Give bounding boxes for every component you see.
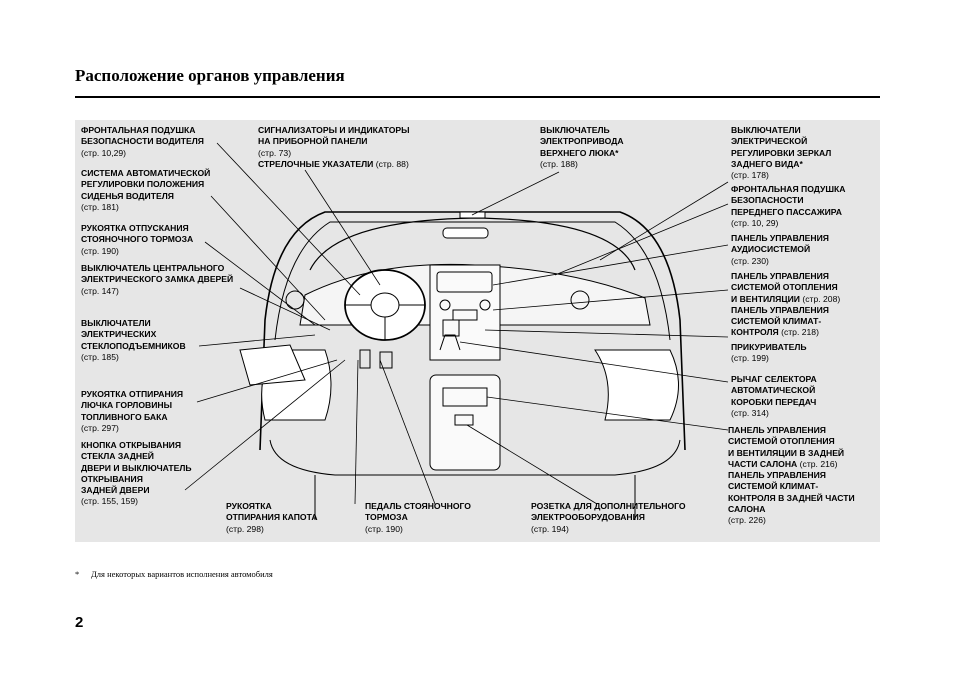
callout-driver-airbag: ФРОНТАЛЬНАЯ ПОДУШКА БЕЗОПАСНОСТИ ВОДИТЕЛ… [81, 125, 204, 158]
callout-shift-lever: РЫЧАГ СЕЛЕКТОРА АВТОМАТИЧЕСКОЙ КОРОБКИ П… [731, 374, 817, 418]
callout-parking-brake-pedal: ПЕДАЛЬ СТОЯНОЧНОГО ТОРМОЗА (стр. 190) [365, 501, 471, 534]
callout-fuel-door-release: РУКОЯТКА ОТПИРАНИЯ ЛЮЧКА ГОРЛОВИНЫ ТОПЛИ… [81, 389, 184, 433]
car-interior-illustration [184, 142, 729, 520]
callout-tailgate-button: КНОПКА ОТКРЫВАНИЯ СТЕКЛА ЗАДНЕЙ ДВЕРИ И … [81, 440, 192, 507]
callout-parking-brake-release: РУКОЯТКА ОТПУСКАНИЯ СТОЯНОЧНОГО ТОРМОЗА … [81, 223, 194, 256]
callout-audio-panel: ПАНЕЛЬ УПРАВЛЕНИЯ АУДИОСИСТЕМОЙ (стр. 23… [731, 233, 829, 266]
callout-passenger-airbag: ФРОНТАЛЬНАЯ ПОДУШКА БЕЗОПАСНОСТИ ПЕРЕДНЕ… [731, 184, 846, 228]
callout-driver-seat: СИСТЕМА АВТОМАТИЧЕСКОЙ РЕГУЛИРОВКИ ПОЛОЖ… [81, 168, 211, 212]
callout-rear-climate: ПАНЕЛЬ УПРАВЛЕНИЯ СИСТЕМОЙ ОТОПЛЕНИЯ И В… [728, 425, 855, 526]
title-rule [75, 96, 880, 98]
callout-window-switches: ВЫКЛЮЧАТЕЛИ ЭЛЕКТРИЧЕСКИХ СТЕКЛОПОДЪЕМНИ… [81, 318, 186, 362]
callout-hood-release: РУКОЯТКА ОТПИРАНИЯ КАПОТА (стр. 298) [226, 501, 318, 534]
callout-power-socket: РОЗЕТКА ДЛЯ ДОПОЛНИТЕЛЬНОГО ЭЛЕКТРООБОРУ… [531, 501, 686, 534]
callout-door-lock-switch: ВЫКЛЮЧАТЕЛЬ ЦЕНТРАЛЬНОГО ЭЛЕКТРИЧЕСКОГО … [81, 263, 234, 296]
callout-climate-panel: ПАНЕЛЬ УПРАВЛЕНИЯ СИСТЕМОЙ ОТОПЛЕНИЯ И В… [731, 271, 841, 338]
page-title: Расположение органов управления [75, 66, 345, 85]
callout-moonroof-switch: ВЫКЛЮЧАТЕЛЬ ЭЛЕКТРОПРИВОДА ВЕРХНЕГО ЛЮКА… [540, 125, 624, 169]
controls-diagram-panel: ФРОНТАЛЬНАЯ ПОДУШКА БЕЗОПАСНОСТИ ВОДИТЕЛ… [75, 120, 880, 542]
footnote-mark: * [75, 569, 80, 579]
page-number: 2 [75, 614, 84, 631]
footnote: * Для некоторых вариантов исполнения авто… [75, 569, 273, 579]
callout-lighter: ПРИКУРИВАТЕЛЬ (стр. 199) [731, 342, 807, 364]
callout-indicators: СИГНАЛИЗАТОРЫ И ИНДИКАТОРЫ НА ПРИБОРНОЙ … [258, 125, 410, 169]
footnote-text: Для некоторых вариантов исполнения автом… [91, 569, 273, 579]
callout-mirror-switches: ВЫКЛЮЧАТЕЛИ ЭЛЕКТРИЧЕСКОЙ РЕГУЛИРОВКИ ЗЕ… [731, 125, 832, 181]
